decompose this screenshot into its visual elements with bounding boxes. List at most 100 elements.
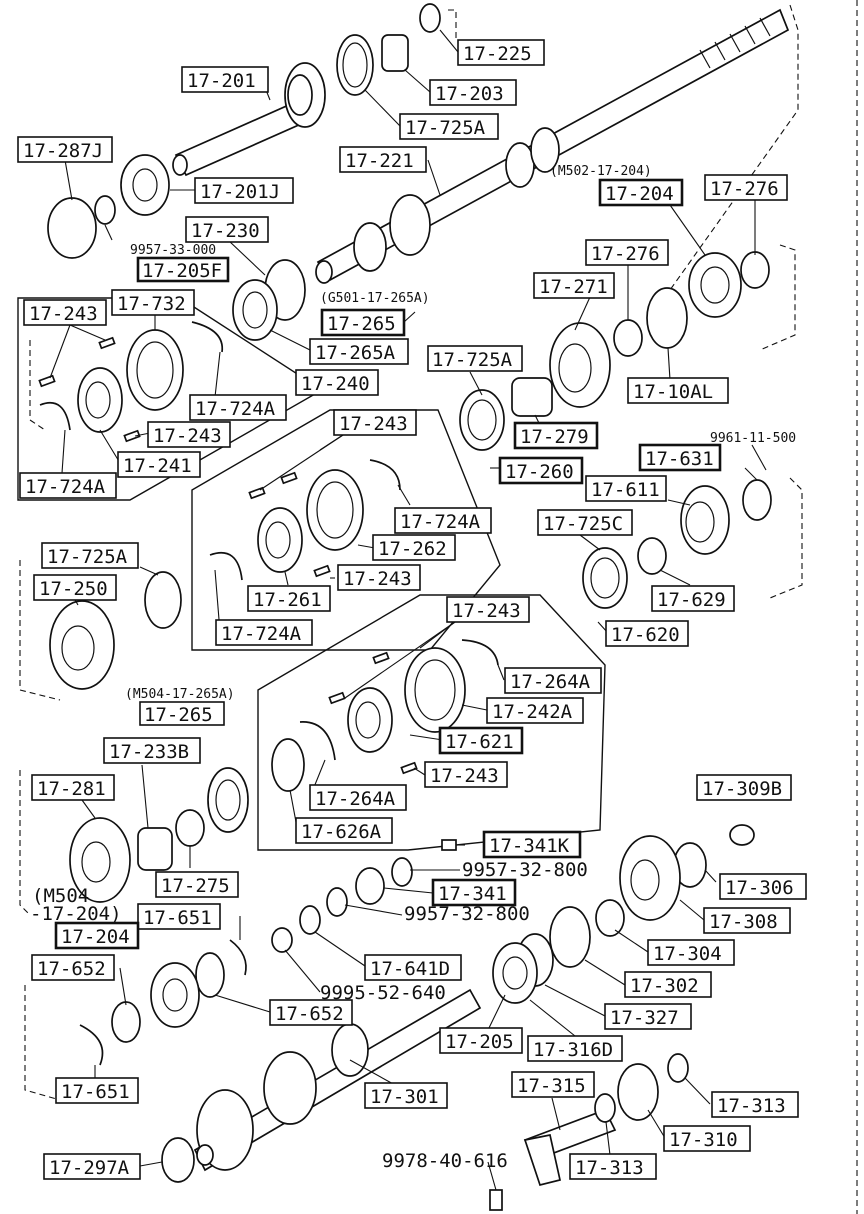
washer-9995-52-640: [271, 927, 293, 953]
label-17-287J: 17-287J: [23, 140, 103, 162]
label-17-310: 17-310: [669, 1129, 738, 1151]
needle-bearing-17-233B: [137, 827, 173, 871]
label-17-641D: 17-641D: [370, 958, 450, 980]
group-17-240-parts: [38, 321, 224, 443]
collar-17-275: [175, 809, 205, 847]
label-17-276-mid: 17-276: [591, 243, 660, 265]
label-17-302: 17-302: [630, 975, 699, 997]
label-17-316D: 17-316D: [533, 1039, 613, 1061]
counter-shaft-17-301: [193, 988, 482, 1172]
label-17-724A-b: 17-724A: [25, 476, 106, 498]
snap-ring-17-641D: [299, 905, 321, 935]
gear-17-310: [617, 1063, 659, 1121]
label-17-276-top: 17-276: [710, 178, 779, 200]
input-shaft-17-201: [172, 62, 326, 177]
label-17-308: 17-308: [709, 911, 778, 933]
label-9995-52-640: 9995-52-640: [320, 982, 446, 1004]
label-17-240: 17-240: [301, 373, 370, 395]
needle-bearing-17-279: [511, 377, 553, 417]
synchro-17-341: [355, 867, 385, 905]
label-17-221: 17-221: [345, 150, 414, 172]
nut-17-309B: [729, 824, 755, 846]
washer-17-276-top: [740, 251, 770, 289]
label-9957-32-800-a: 9957-32-800: [462, 859, 588, 881]
group-17-260: [191, 409, 501, 651]
note-m504-a: (M504-17-265A): [125, 687, 235, 702]
label-17-725A-left: 17-725A: [47, 546, 128, 568]
label-17-626A: 17-626A: [301, 821, 382, 843]
clip-17-651-b: [79, 1024, 104, 1066]
label-17-204-top: 17-204: [605, 183, 674, 205]
washer-17-313-a: [667, 1053, 689, 1083]
label-17-243-c: 17-243: [339, 413, 408, 435]
label-17-313-a: 17-313: [717, 1095, 786, 1117]
main-shaft-17-221: [315, 8, 790, 284]
snap-ring-9957-32-800-b: [326, 887, 348, 917]
label-17-243-a: 17-243: [29, 303, 98, 325]
label-17-243-f: 17-243: [430, 765, 499, 787]
label-17-341: 17-341: [438, 883, 507, 905]
snap-ring-9957-32-800-a: [391, 857, 413, 887]
snap-ring-9957-33-000: [94, 195, 116, 225]
key-17-341K: [441, 839, 457, 851]
gear-17-302: [549, 906, 591, 968]
synchro-17-725A-left: [144, 571, 182, 629]
group-17-620: [257, 594, 606, 851]
label-17-297A: 17-297A: [49, 1157, 130, 1179]
shaft-gear-cluster: [353, 127, 560, 272]
gear-17-250: [49, 600, 115, 690]
leader-lines: [49, 29, 767, 1191]
nut-17-629: [637, 537, 667, 575]
bolt-9978-40-616: [489, 1189, 503, 1211]
note-m502: (M502-17-204): [550, 164, 652, 179]
label-17-724A-a: 17-724A: [195, 398, 276, 420]
label-17-725A-mid: 17-725A: [432, 349, 513, 371]
label-17-652-a: 17-652: [37, 958, 106, 980]
label-17-281: 17-281: [37, 778, 106, 800]
label-17-341K: 17-341K: [489, 835, 570, 857]
label-17-264A-b: 17-264A: [315, 788, 396, 810]
note-m504-b: (M504: [32, 885, 89, 907]
label-17-204-mid: 17-204: [61, 926, 130, 948]
label-17-243-d: 17-243: [343, 568, 412, 590]
label-17-243-b: 17-243: [153, 425, 222, 447]
part-labels: 17-225 17-201 17-203 17-725A 17-287J 17-…: [17, 39, 807, 1180]
needle-bearing-17-203: [381, 34, 409, 72]
clip-17-651-a: [229, 939, 247, 976]
hub-17-265A: [232, 279, 278, 341]
label-17-230: 17-230: [191, 220, 260, 242]
hub-17-265: [207, 767, 249, 833]
group-17-620-parts: [271, 639, 499, 792]
bearing-17-297A: [161, 1137, 195, 1183]
label-9957-33-000: 9957-33-000: [130, 243, 216, 258]
label-17-243-e: 17-243: [452, 600, 521, 622]
label-17-205F: 17-205F: [142, 260, 222, 282]
label-17-264A-a: 17-264A: [510, 671, 591, 693]
label-17-621: 17-621: [445, 731, 514, 753]
label-17-611: 17-611: [591, 479, 660, 501]
gear-17-611: [680, 485, 730, 555]
label-17-301: 17-301: [370, 1086, 439, 1108]
gear-17-308: [619, 835, 681, 921]
synchro-17-725C: [582, 547, 628, 609]
bearing-17-204-top: [688, 252, 742, 318]
ring-17-652-a: [111, 1001, 141, 1043]
label-17-631: 17-631: [645, 448, 714, 470]
label-17-279: 17-279: [520, 426, 589, 448]
label-17-233B: 17-233B: [109, 741, 189, 763]
label-17-262: 17-262: [378, 538, 447, 560]
group-17-260-parts: [209, 459, 401, 581]
label-17-225: 17-225: [463, 43, 532, 65]
label-17-260: 17-260: [505, 461, 574, 483]
label-17-265A: 17-265A: [315, 342, 396, 364]
label-17-651-b: 17-651: [61, 1081, 130, 1103]
label-9957-32-800-b: 9957-32-800: [404, 903, 530, 925]
label-17-201: 17-201: [187, 70, 256, 92]
label-17-724A-d: 17-724A: [221, 623, 302, 645]
label-9961-11-500: 9961-11-500: [710, 431, 796, 446]
bearing-17-204-mid: [150, 962, 200, 1028]
label-17-10AL: 17-10AL: [633, 381, 713, 403]
washer-17-276-mid: [613, 319, 643, 357]
label-17-250: 17-250: [39, 578, 108, 600]
label-17-275: 17-275: [161, 875, 230, 897]
